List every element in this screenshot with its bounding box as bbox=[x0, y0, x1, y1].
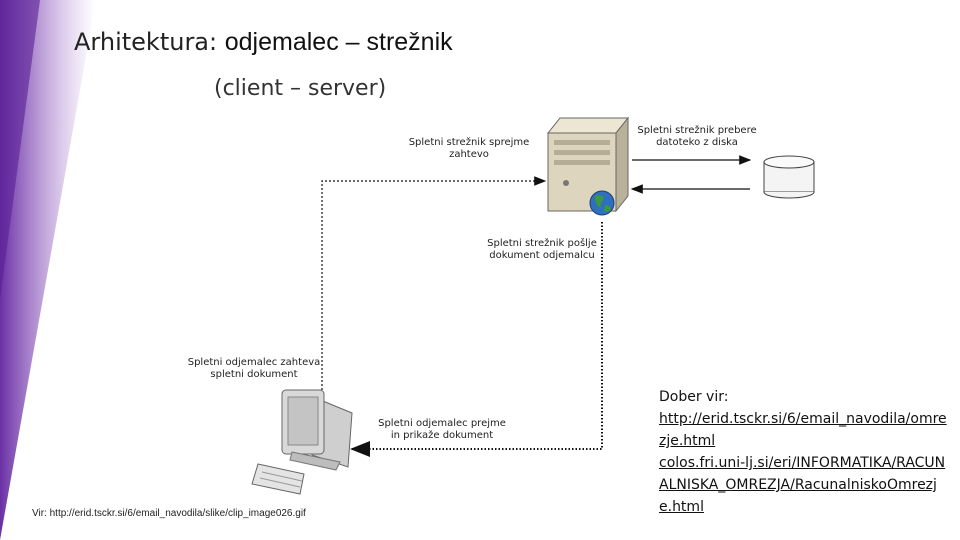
image-source-caption: Vir: http://erid.tsckr.si/6/email_navodi… bbox=[32, 508, 306, 519]
label-server-reads: Spletni strežnik prebere datoteko z disk… bbox=[637, 125, 757, 148]
globe-icon bbox=[589, 190, 615, 216]
page-title: Arhitektura: odjemalec – strežnik bbox=[74, 28, 453, 57]
keyboard-icon bbox=[251, 463, 305, 495]
reference-link-2[interactable]: colos.fri.uni-lj.si/eri/INFORMATIKA/RACU… bbox=[659, 455, 946, 515]
disk-icon bbox=[763, 155, 815, 199]
label-server-sends: Spletni strežnik pošlje dokument odjemal… bbox=[487, 238, 597, 261]
label-client-receives: Spletni odjemalec prejme in prikaže doku… bbox=[378, 418, 506, 441]
references-block: Dober vir: http://erid.tsckr.si/6/email_… bbox=[659, 386, 949, 518]
page-subtitle: (client – server) bbox=[214, 76, 387, 101]
computer-icon bbox=[281, 389, 353, 471]
purple-accent bbox=[0, 0, 96, 540]
label-server-receives: Spletni strežnik sprejme zahtevo bbox=[408, 137, 530, 160]
title-main: odjemalec – strežnik bbox=[224, 28, 453, 56]
request-arrow bbox=[321, 176, 547, 394]
server-icon bbox=[546, 116, 630, 213]
references-heading: Dober vir: bbox=[659, 389, 729, 405]
reference-link-1[interactable]: http://erid.tsckr.si/6/email_navodila/om… bbox=[659, 411, 947, 449]
title-prefix: Arhitektura: bbox=[74, 28, 218, 56]
label-client-requests: Spletni odjemalec zahteva spletni dokume… bbox=[187, 357, 321, 380]
